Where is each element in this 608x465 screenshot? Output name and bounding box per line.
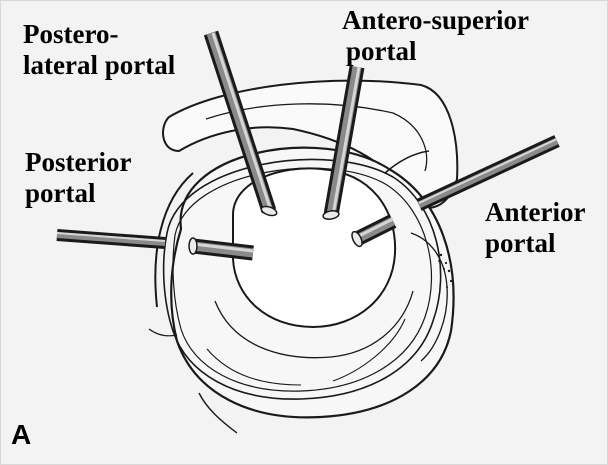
posterior-label-line-1: Posterior bbox=[25, 147, 131, 178]
postero-lateral-label-line-1: Postero- bbox=[23, 19, 175, 50]
anterior-label-line-1: Anterior bbox=[485, 197, 585, 228]
posterior-portal-label: Posterior portal bbox=[25, 147, 131, 209]
antero-superior-portal-label: Antero-superior portal bbox=[342, 5, 529, 67]
anterior-portal-label: Anterior portal bbox=[485, 197, 585, 259]
antero-superior-label-line-1: Antero-superior bbox=[342, 5, 529, 36]
posterior-label-line-2: portal bbox=[25, 178, 131, 209]
postero-lateral-label-line-2: lateral portal bbox=[23, 50, 175, 81]
antero-superior-label-line-2: portal bbox=[346, 36, 529, 67]
panel-letter: A bbox=[11, 419, 31, 451]
anterior-label-line-2: portal bbox=[485, 228, 585, 259]
postero-lateral-portal-label: Postero- lateral portal bbox=[23, 19, 175, 81]
